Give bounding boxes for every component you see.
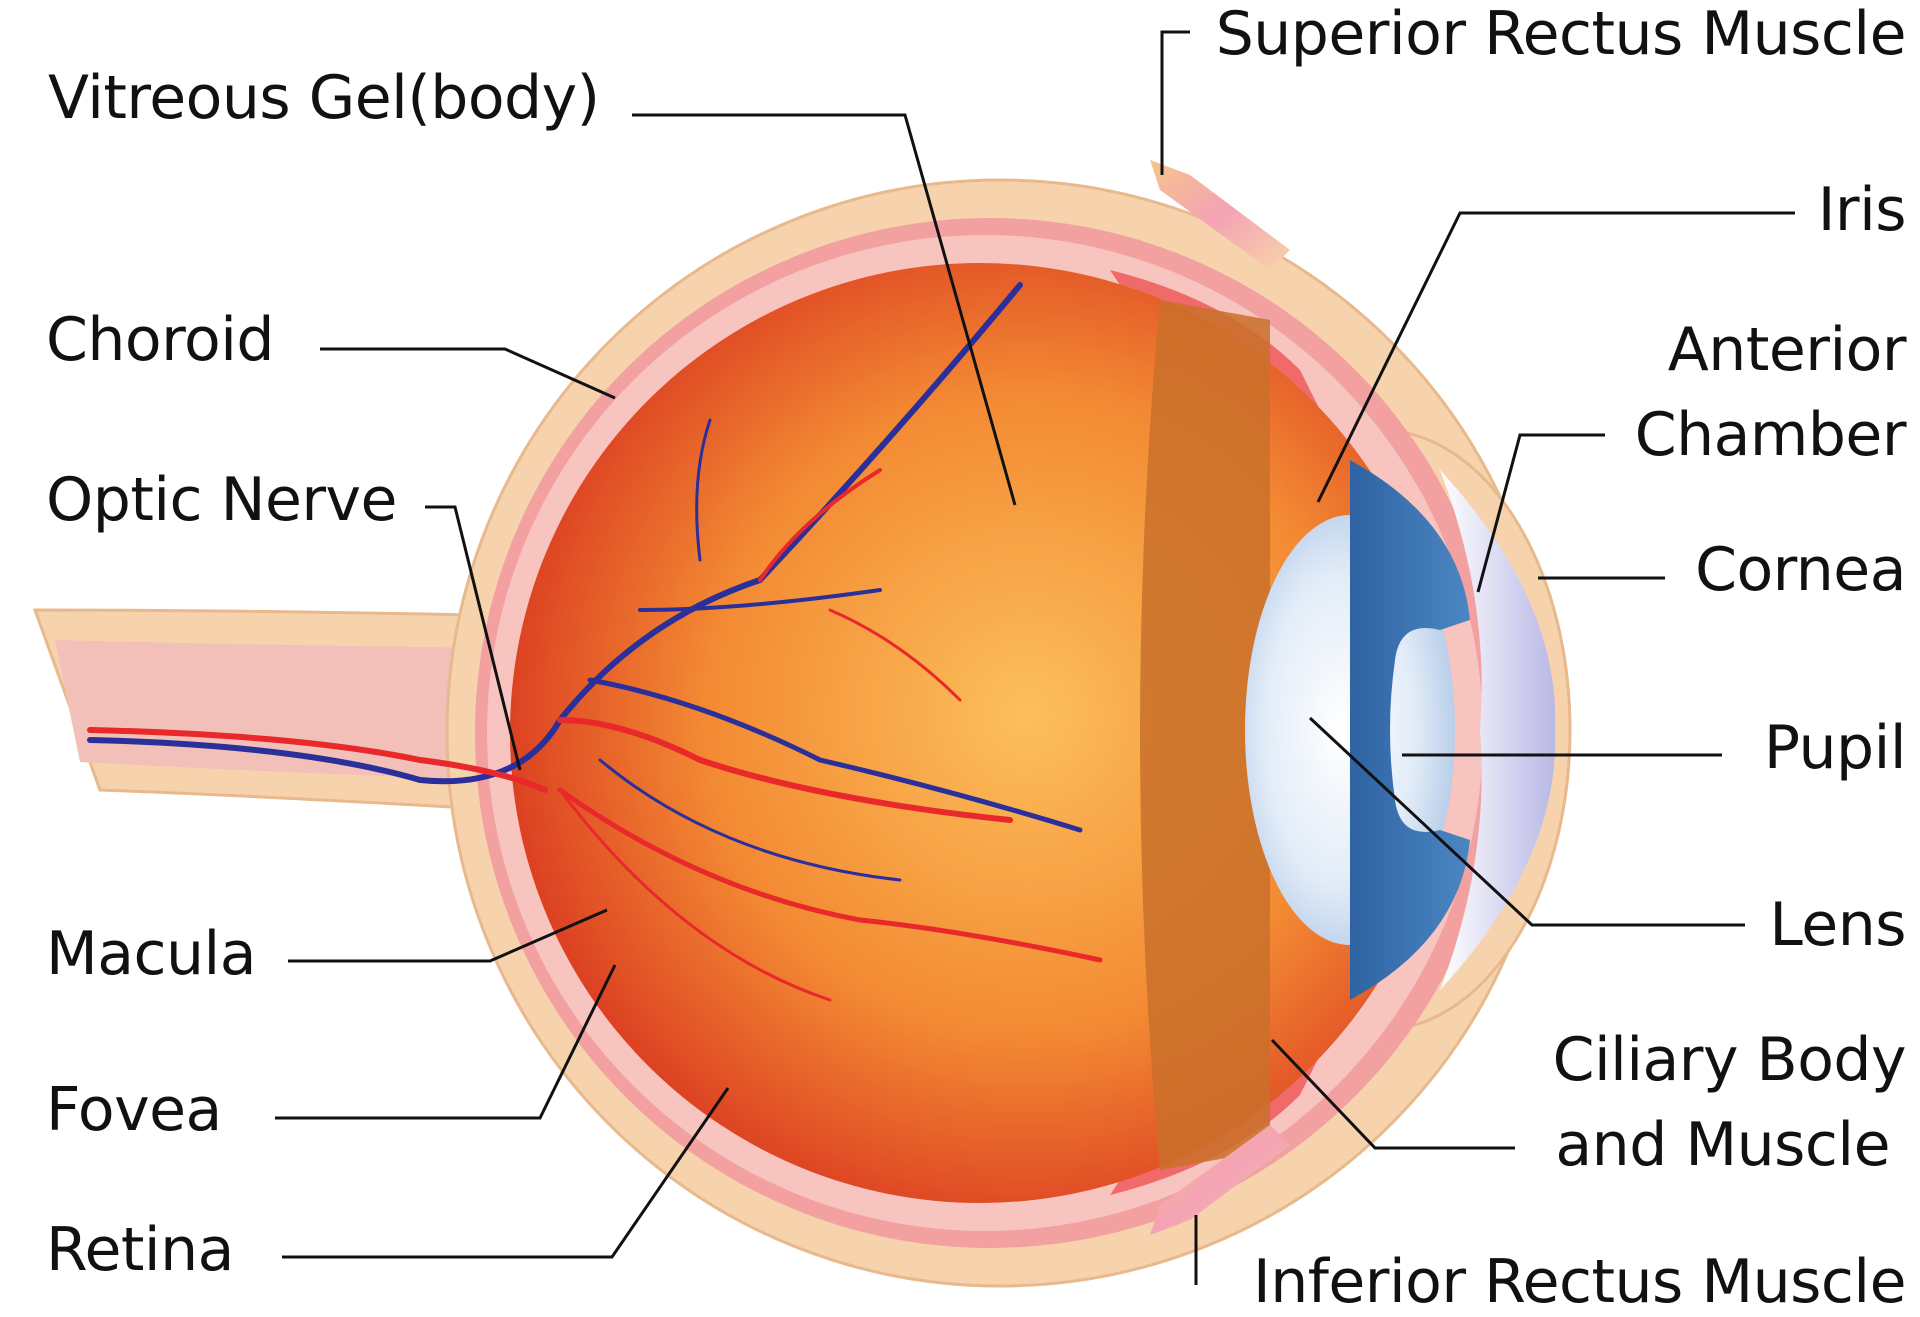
- inferior-rectus-shape: [1150, 1125, 1290, 1235]
- label-and-muscle: and Muscle: [1555, 1110, 1890, 1180]
- leader-lines: [275, 30, 1795, 1285]
- leader-ciliary: [1270, 1038, 1515, 1150]
- leader-optic-nerve: [425, 505, 522, 771]
- label-vitreous-gel: Vitreous Gel(body): [48, 63, 600, 133]
- label-lens: Lens: [1769, 890, 1906, 960]
- optic-nerve-shape: [32, 608, 562, 827]
- leader-fovea: [275, 964, 617, 1120]
- cornea-shape: [1440, 470, 1556, 990]
- label-superior-rectus: Superior Rectus Muscle: [1215, 0, 1907, 69]
- leader-lens: [1308, 716, 1745, 927]
- label-cornea: Cornea: [1695, 535, 1906, 605]
- label-chamber: Chamber: [1634, 400, 1907, 470]
- label-choroid: Choroid: [46, 305, 274, 375]
- label-ciliary-body: Ciliary Body: [1552, 1025, 1907, 1095]
- label-retina: Retina: [46, 1215, 234, 1285]
- leader-anterior-chamber: [1476, 433, 1605, 593]
- label-inferior-rectus: Inferior Rectus Muscle: [1253, 1247, 1906, 1317]
- leader-retina: [282, 1087, 730, 1259]
- label-pupil: Pupil: [1763, 713, 1907, 783]
- superior-rectus-shape: [1150, 160, 1290, 270]
- leader-choroid: [320, 347, 616, 400]
- label-macula: Macula: [46, 919, 257, 989]
- leader-macula: [288, 908, 608, 963]
- iris-shape: [1350, 460, 1470, 1000]
- leader-superior-rectus: [1160, 30, 1190, 175]
- leader-vitreous: [632, 113, 1017, 506]
- label-optic-nerve: Optic Nerve: [46, 465, 397, 535]
- blood-vessels: [87, 282, 1103, 1002]
- label-iris: Iris: [1817, 175, 1907, 245]
- label-fovea: Fovea: [46, 1075, 222, 1145]
- vitreous-front-shade: [1140, 300, 1270, 1170]
- leader-iris: [1316, 211, 1795, 503]
- label-anterior: Anterior: [1667, 315, 1907, 385]
